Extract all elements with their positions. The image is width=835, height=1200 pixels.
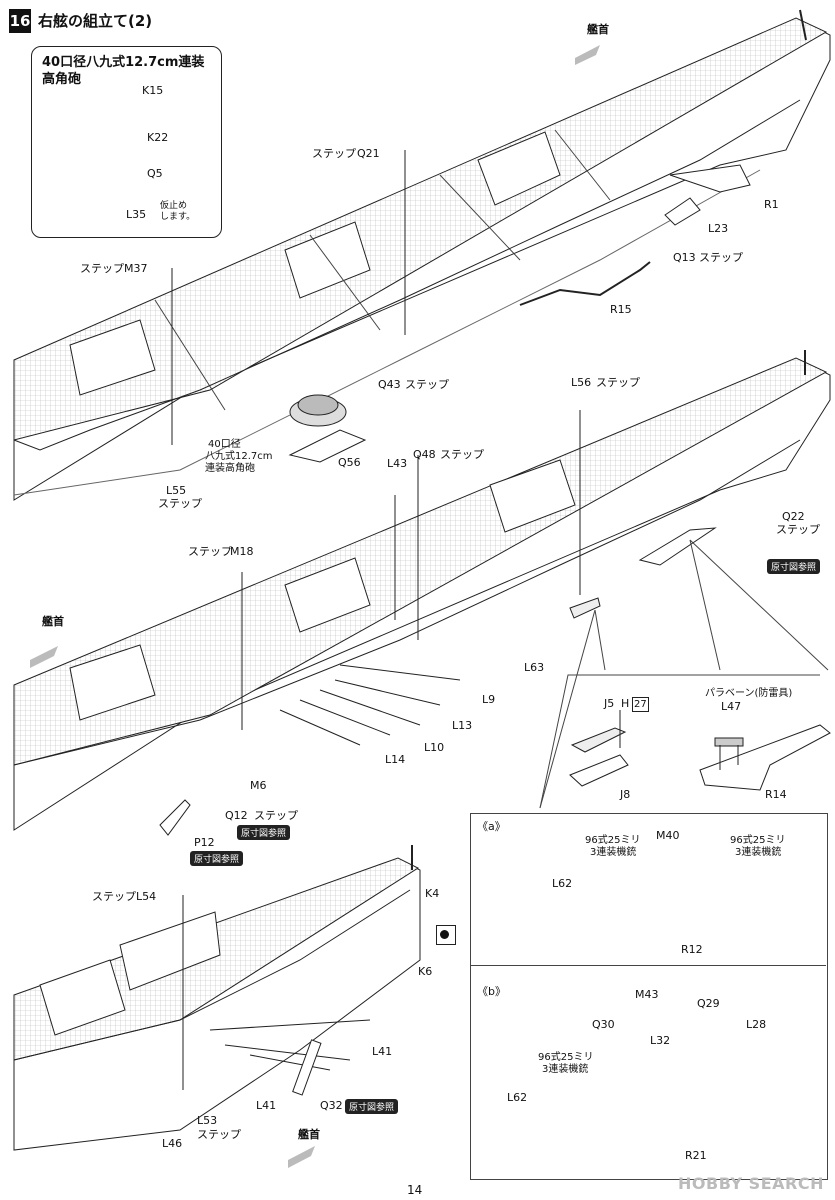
step-label-l54: ステップ [92,890,136,903]
gun-inset-title-line-2: 高角砲 [42,72,82,87]
step-title: 右舷の組立て(2) [38,12,153,30]
part-number-h27: 27 [632,697,649,712]
part-label-p12: P12 [194,836,215,849]
part-label-h: H [621,697,630,710]
part-label-l62-a: L62 [552,877,573,890]
part-label-r15: R15 [610,303,632,316]
part-label-l23: L23 [708,222,729,235]
full-size-ref-badge-p12: 原寸図参照 [190,851,244,866]
step-label-q48: ステップ [440,448,484,461]
middle-ship-drawing [13,350,831,836]
part-label-l56: L56 [571,376,592,389]
part-label-m37: M37 [124,262,148,275]
watermark-logo: HOBBY SEARCH [678,1174,824,1193]
part-label-l54: L54 [136,890,157,903]
part-label-k15: K15 [142,84,164,97]
panel-b-tag: 《b》 [477,985,506,998]
part-label-r1: R1 [764,198,779,211]
part-label-l62-b: L62 [507,1091,528,1104]
part-label-k4: K4 [425,887,440,900]
step-number: 16 [9,9,31,33]
full-size-ref-badge-q32: 原寸図参照 [345,1099,399,1114]
part-label-j5: J5 [604,697,615,710]
part-label-l55: L55 [166,484,187,497]
boat-detail-drawing [569,710,629,787]
part-label-l10: L10 [424,741,445,754]
part-label-l41-left: L41 [256,1099,277,1112]
gun-inset-title-line-1: 40口径八九式12.7cm連装 [42,55,205,70]
upper-ship-drawing [13,9,831,501]
part-label-k6: K6 [418,965,433,978]
part-label-q43: Q43 [378,378,401,391]
part-label-q48: Q48 [413,448,436,461]
part-label-q5: Q5 [147,167,163,180]
bow-direction-label-bottom: 艦首 [298,1128,320,1141]
bow-direction-label-middle: 艦首 [42,615,64,628]
panel-b-mg-label-2: 3連装機銃 [542,1064,589,1075]
page-number: 14 [407,1183,423,1197]
bow-direction-label-top: 艦首 [587,23,609,36]
paravane-detail-drawing [699,724,831,791]
part-label-q30: Q30 [592,1018,615,1031]
color-chip-icon [436,925,456,945]
part-label-m18: M18 [230,545,254,558]
gun-note-line-1: 40口径 [208,439,241,450]
part-label-l28: L28 [746,1018,767,1031]
gun-note-line-2: 八九式12.7cm [205,451,273,462]
paravane-title: パラベーン(防雷具) [705,688,793,699]
panel-a-mg-label-right-2: 3連装機銃 [735,847,782,858]
step-label-l56: ステップ [596,376,640,389]
step-label-q13: ステップ [699,251,743,264]
panel-a-mg-label-right-1: 96式25ミリ [730,835,786,846]
part-label-l35: L35 [126,208,147,221]
part-label-q56: Q56 [338,456,361,469]
part-label-q22: Q22 [782,510,805,523]
step-label-l55: ステップ [158,497,202,510]
step-label-q43: ステップ [405,378,449,391]
panel-a-tag: 《a》 [477,820,506,833]
part-label-q29: Q29 [697,997,720,1010]
step-label-q22: ステップ [776,523,820,536]
full-size-ref-badge-q22: 原寸図参照 [767,559,821,574]
temp-fix-note: 仮止め します。 [160,201,196,222]
step-label-m37: ステップ [80,262,124,275]
step-label-l53: ステップ [197,1128,241,1141]
part-label-q13: Q13 [673,251,696,264]
part-label-l53: L53 [197,1114,218,1127]
part-label-l32: L32 [650,1034,671,1047]
step-label-q21: ステップ [312,147,356,160]
part-label-q21: Q21 [357,147,380,160]
part-label-m40: M40 [656,829,680,842]
part-label-q32: Q32 [320,1099,343,1112]
part-label-l47: L47 [721,700,742,713]
part-label-l41-right: L41 [372,1045,393,1058]
gun-inset-title: 40口径八九式12.7cm連装 高角砲 [42,54,204,88]
part-label-l46: L46 [162,1137,183,1150]
part-label-l63: L63 [524,661,545,674]
detail-panel-a-b [470,813,828,1180]
part-label-l43: L43 [387,457,408,470]
panel-a-mg-label-left-1: 96式25ミリ [585,835,641,846]
part-label-r14: R14 [765,788,787,801]
part-label-r21: R21 [685,1149,707,1162]
part-label-j8: J8 [620,788,631,801]
panel-divider [470,965,826,966]
panel-a-mg-label-left-2: 3連装機銃 [590,847,637,858]
part-label-m43: M43 [635,988,659,1001]
step-label-q12: ステップ [254,809,298,822]
part-label-l13: L13 [452,719,473,732]
step-label-m18: ステップ [188,545,232,558]
part-label-k22: K22 [147,131,169,144]
part-label-l9: L9 [482,693,496,706]
panel-b-mg-label-1: 96式25ミリ [538,1052,594,1063]
part-label-m6: M6 [250,779,267,792]
lower-ship-drawing [13,845,421,1151]
gun-inset-box [31,46,222,238]
part-label-r12: R12 [681,943,703,956]
part-label-q12: Q12 [225,809,248,822]
part-label-l14: L14 [385,753,406,766]
full-size-ref-badge-q12: 原寸図参照 [237,825,291,840]
gun-note-line-3: 連装高角砲 [205,463,255,474]
